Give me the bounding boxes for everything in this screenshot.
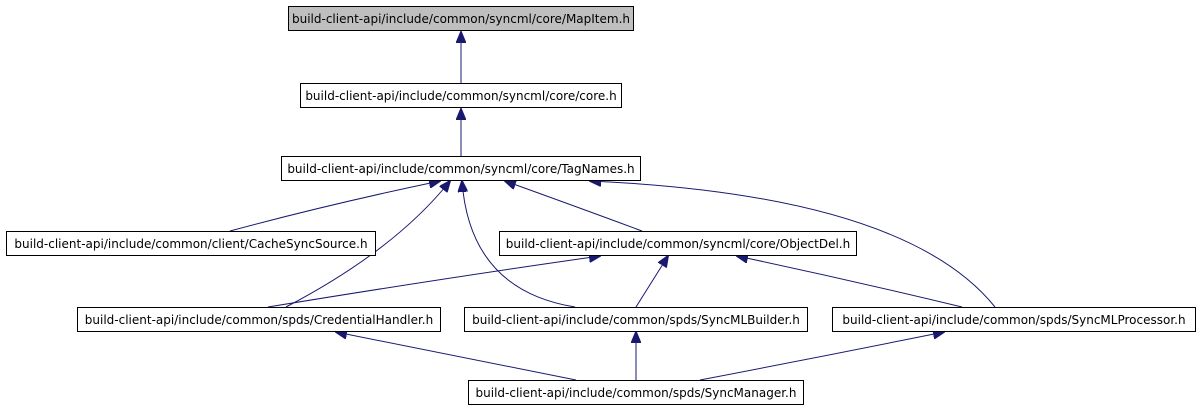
edge-syncmlbuilder-to-tagnames <box>462 181 576 308</box>
edge-syncmlprocessor-to-objectdel <box>737 256 963 308</box>
node-syncmanager-h[interactable]: build-client-api/include/common/spds/Syn… <box>468 380 804 405</box>
edge-syncmanager-to-credentialhandler <box>336 332 577 381</box>
edge-credentialhandler-to-tagnames <box>285 181 450 308</box>
node-core-h[interactable]: build-client-api/include/common/syncml/c… <box>300 83 622 108</box>
edge-syncmlbuilder-to-objectdel <box>635 256 668 308</box>
node-syncmlbuilder-h[interactable]: build-client-api/include/common/spds/Syn… <box>464 307 808 332</box>
node-syncmlprocessor-h[interactable]: build-client-api/include/common/spds/Syn… <box>832 307 1196 332</box>
edge-objectdel-to-tagnames <box>505 181 643 232</box>
edge-syncmlprocessor-to-tagnames <box>590 181 996 308</box>
node-objectdel-h[interactable]: build-client-api/include/common/syncml/c… <box>499 231 857 256</box>
edge-syncmanager-to-syncmlprocessor <box>699 332 944 381</box>
node-credentialhandler-h[interactable]: build-client-api/include/common/spds/Cre… <box>77 307 441 332</box>
node-tagnames-h[interactable]: build-client-api/include/common/syncml/c… <box>281 156 641 181</box>
edge-credentialhandler-to-objectdel <box>267 256 600 308</box>
node-mapitem-h[interactable]: build-client-api/include/common/syncml/c… <box>288 6 634 31</box>
node-cachesyncsource-h[interactable]: build-client-api/include/common/client/C… <box>6 231 376 256</box>
edge-cachesyncsource-to-tagnames <box>229 181 440 232</box>
